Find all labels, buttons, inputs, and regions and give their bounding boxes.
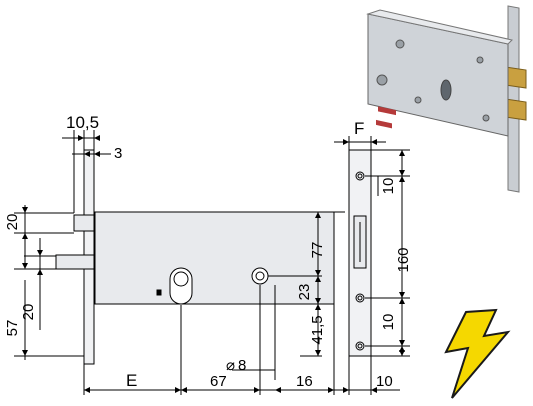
label-41-5: 41,5 — [309, 315, 326, 344]
label-160: 160 — [395, 247, 412, 272]
cylinder-hole — [169, 267, 193, 305]
dimension-arrows — [22, 135, 334, 393]
label-F: F — [354, 119, 364, 138]
label-77: 77 — [309, 242, 326, 259]
lock-product-photo — [366, 5, 527, 193]
label-E: E — [126, 371, 137, 390]
label-side-top-10: 10 — [380, 178, 397, 195]
bolt-upper — [73, 214, 95, 232]
label-diameter-symbol: ⌀ — [226, 357, 235, 374]
side-arrows — [343, 139, 405, 393]
latch-lower — [55, 254, 95, 270]
lock-body — [94, 211, 335, 305]
label-side-base-10: 10 — [376, 373, 393, 390]
label-57: 57 — [4, 320, 21, 337]
lightning-bolt-icon — [444, 308, 511, 399]
front-view — [14, 130, 345, 395]
indicator-mark — [156, 289, 162, 296]
label-width-total: 10,5 — [66, 113, 99, 132]
label-8: 8 — [238, 357, 246, 374]
label-16: 16 — [296, 373, 313, 390]
label-lower-20: 20 — [20, 304, 37, 321]
label-faceplate-width: 3 — [114, 145, 122, 162]
label-upper-20: 20 — [4, 214, 21, 231]
label-side-bottom-10: 10 — [380, 314, 397, 331]
label-67: 67 — [210, 373, 227, 390]
side-view — [334, 136, 410, 395]
label-23: 23 — [296, 284, 313, 301]
